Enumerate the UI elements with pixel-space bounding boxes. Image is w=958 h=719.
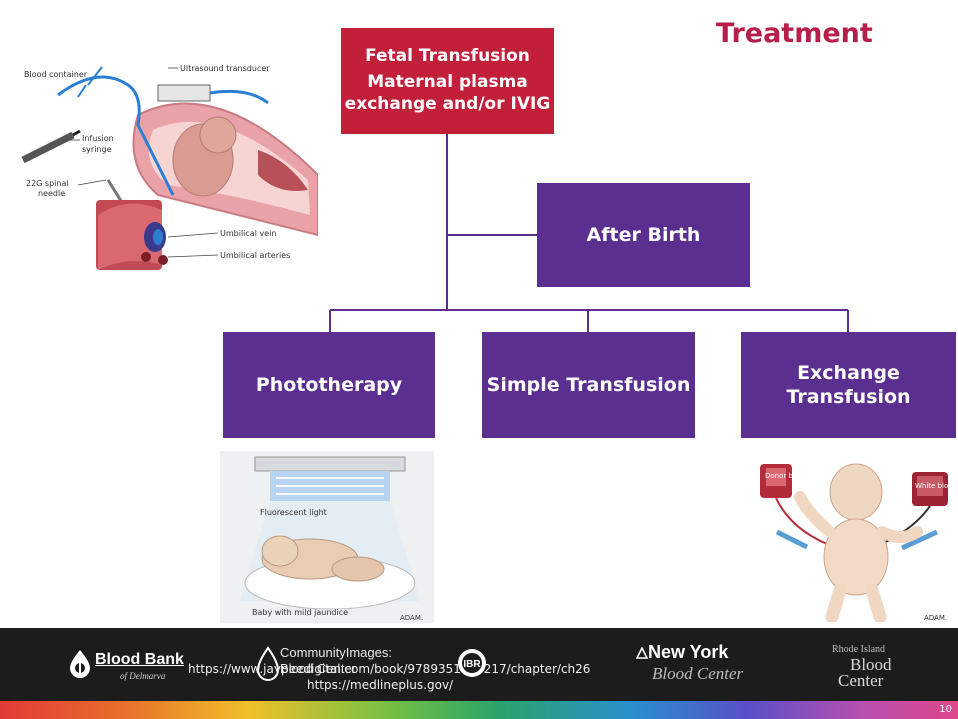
rainbow-bar: 10 — [0, 701, 958, 719]
exchange-label: Exchange — [797, 361, 900, 385]
label-needle-1: 22G spinal — [26, 179, 69, 188]
label-umbilical-arteries: Umbilical arteries — [220, 251, 290, 260]
label-baby-jaundice: Baby with mild jaundice — [252, 608, 348, 617]
maternal-plasma-label: Maternal plasma — [367, 72, 528, 94]
blood-drop-icon — [66, 648, 94, 678]
adam-credit-exchange: ADAM. — [924, 614, 947, 622]
after-birth-box: After Birth — [537, 183, 750, 287]
exchange-transfusion-box: Exchange Transfusion — [741, 332, 956, 438]
exchange-ivig-label: exchange and/or IVIG — [345, 94, 551, 116]
community-line1: CommunityImages: — [280, 645, 392, 660]
label-infusion: Infusion — [82, 134, 114, 143]
ny-blood-center-name: New York — [648, 642, 728, 663]
phototherapy-illustration: Fluorescent light Baby with mild jaundic… — [220, 451, 434, 623]
label-donor-blood: Donor blood — [765, 472, 808, 480]
ri-center-label: Center — [838, 671, 883, 691]
label-blood-container: Blood container — [24, 70, 88, 79]
label-syringe: syringe — [82, 145, 112, 154]
fetal-transfusion-label: Fetal Transfusion — [365, 46, 530, 68]
simple-transfusion-box: Simple Transfusion — [482, 332, 695, 438]
exchange-transfusion-illustration: Donor blood White blood ADAM. — [752, 452, 958, 622]
label-needle-2: needle — [38, 189, 65, 198]
simple-transfusion-label: Simple Transfusion — [487, 373, 691, 397]
label-ultrasound: Ultrasound transducer — [180, 64, 270, 73]
label-white-blood: White blood — [915, 482, 957, 490]
fetal-transfusion-illustration: Blood container Ultrasound transducer In… — [18, 55, 318, 275]
label-umbilical-vein: Umbilical vein — [220, 229, 276, 238]
adam-credit-photo: ADAM. — [400, 614, 423, 622]
fetal-transfusion-box: Fetal Transfusion Maternal plasma exchan… — [341, 28, 554, 134]
phototherapy-label: Phototherapy — [256, 373, 402, 397]
source-url-2: https://medlineplus.gov/ — [307, 678, 453, 692]
after-birth-label: After Birth — [587, 223, 701, 247]
ny-blood-center-sub: Blood Center — [652, 664, 743, 684]
source-url-1: https://www.jaypeedigital.com/book/97893… — [188, 662, 590, 676]
label-fluorescent-light: Fluorescent light — [260, 508, 327, 517]
phototherapy-box: Phototherapy — [223, 332, 435, 438]
ibr-logo-icon: IBR — [455, 646, 489, 680]
triangle-icon — [636, 647, 648, 659]
page-number: 10 — [939, 704, 952, 715]
blood-bank-sub: of Delmarva — [120, 671, 165, 681]
ibr-logo-text: IBR — [463, 659, 481, 670]
transfusion-label: Transfusion — [786, 385, 910, 409]
blood-bank-name: Blood Bank — [95, 651, 184, 669]
ri-state-label: Rhode Island — [832, 644, 885, 655]
